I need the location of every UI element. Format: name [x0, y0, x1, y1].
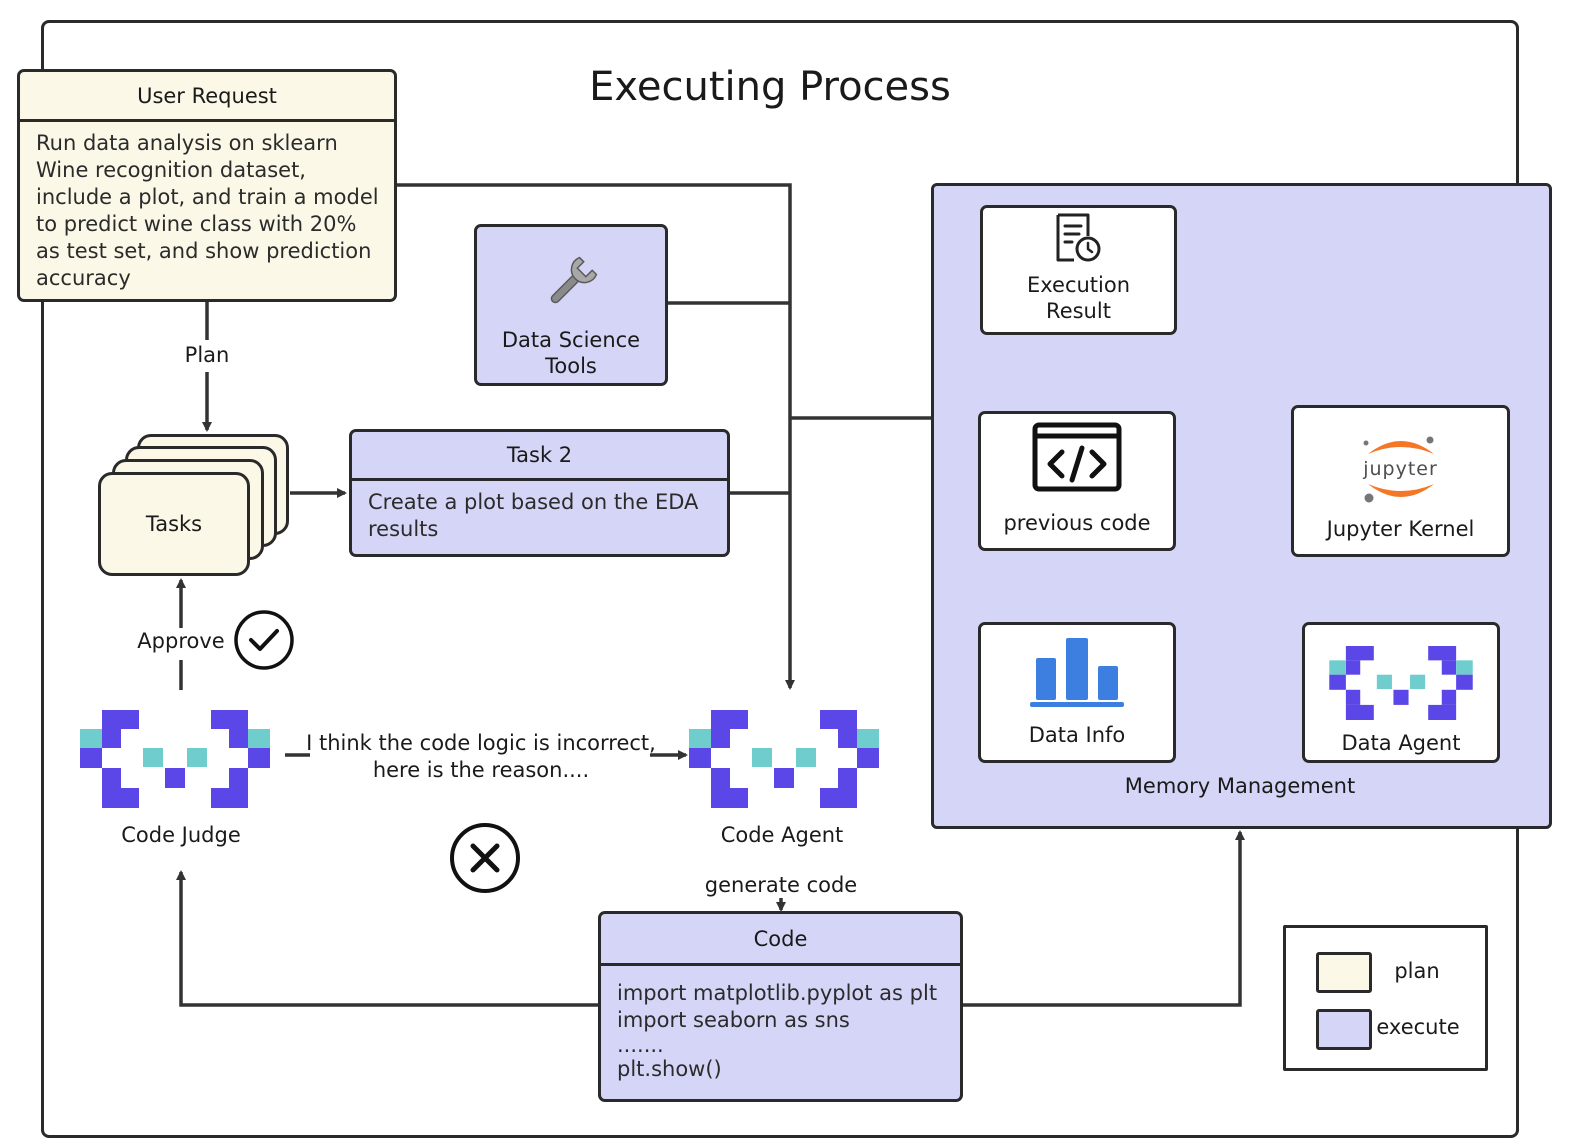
user-request-box: User Request Run data analysis on sklear…	[17, 69, 397, 302]
legend-execute-label: execute	[1376, 1015, 1460, 1039]
legend-execute-swatch	[1316, 1009, 1372, 1050]
execution-result-label: Execution Result	[1026, 273, 1131, 323]
code-window-icon	[1032, 422, 1122, 496]
jupyter-logo-text: jupyter	[1363, 458, 1438, 480]
code-judge-logo-icon	[80, 710, 270, 808]
previous-code-box: previous code	[978, 411, 1176, 551]
code-line: import matplotlib.pyplot as plt	[617, 981, 938, 1005]
data-agent-label: Data Agent	[1341, 731, 1461, 755]
code-agent-logo-icon	[689, 710, 879, 808]
code-line: .......	[617, 1033, 664, 1057]
jupyter-logo-icon: jupyter	[1346, 430, 1456, 508]
task2-body: Create a plot based on the EDA results	[368, 490, 699, 541]
data-info-label: Data Info	[1028, 723, 1126, 747]
task2-box: Task 2 Create a plot based on the EDA re…	[349, 429, 730, 557]
user-request-header: User Request	[20, 72, 394, 122]
legend-plan-label: plan	[1394, 959, 1440, 983]
legend: plan execute	[1283, 925, 1488, 1071]
document-clock-icon	[1052, 212, 1106, 268]
legend-plan-swatch	[1316, 952, 1372, 993]
code-header: Code	[601, 914, 960, 966]
jupyter-kernel-label: Jupyter Kernel	[1326, 517, 1475, 541]
data-science-tools-box: Data Science Tools	[474, 224, 668, 386]
agent-logo-icon	[1329, 646, 1473, 724]
code-judge-label: Code Judge	[121, 823, 241, 847]
code-line: import seaborn as sns	[617, 1008, 850, 1032]
generate-code-label: generate code	[692, 873, 870, 897]
bar-chart-icon	[1028, 634, 1126, 712]
page-title: Executing Process	[589, 64, 951, 110]
memory-management-label: Memory Management	[1124, 774, 1356, 798]
code-agent-label: Code Agent	[720, 823, 844, 847]
code-box: Code import matplotlib.pyplot as plt imp…	[598, 911, 963, 1102]
plan-label: Plan	[160, 343, 254, 367]
task2-header: Task 2	[352, 432, 727, 481]
judge-message: I think the code logic is incorrect, her…	[306, 731, 656, 782]
data-info-box: Data Info	[978, 622, 1176, 763]
wrench-icon	[543, 255, 599, 315]
previous-code-label: previous code	[1003, 511, 1151, 535]
tasks-label: Tasks	[145, 512, 203, 536]
data-science-tools-label: Data Science Tools	[501, 328, 641, 378]
code-line: plt.show()	[617, 1057, 722, 1081]
jupyter-kernel-box: jupyter Jupyter Kernel	[1291, 405, 1510, 557]
user-request-body: Run data analysis on sklearn Wine recogn…	[36, 131, 379, 290]
approve-label: Approve	[130, 629, 232, 653]
check-circle-icon	[233, 609, 295, 675]
data-agent-box: Data Agent	[1302, 622, 1500, 763]
tasks-card: Tasks	[98, 472, 250, 576]
x-circle-icon	[448, 821, 522, 899]
execution-result-box: Execution Result	[980, 205, 1177, 335]
